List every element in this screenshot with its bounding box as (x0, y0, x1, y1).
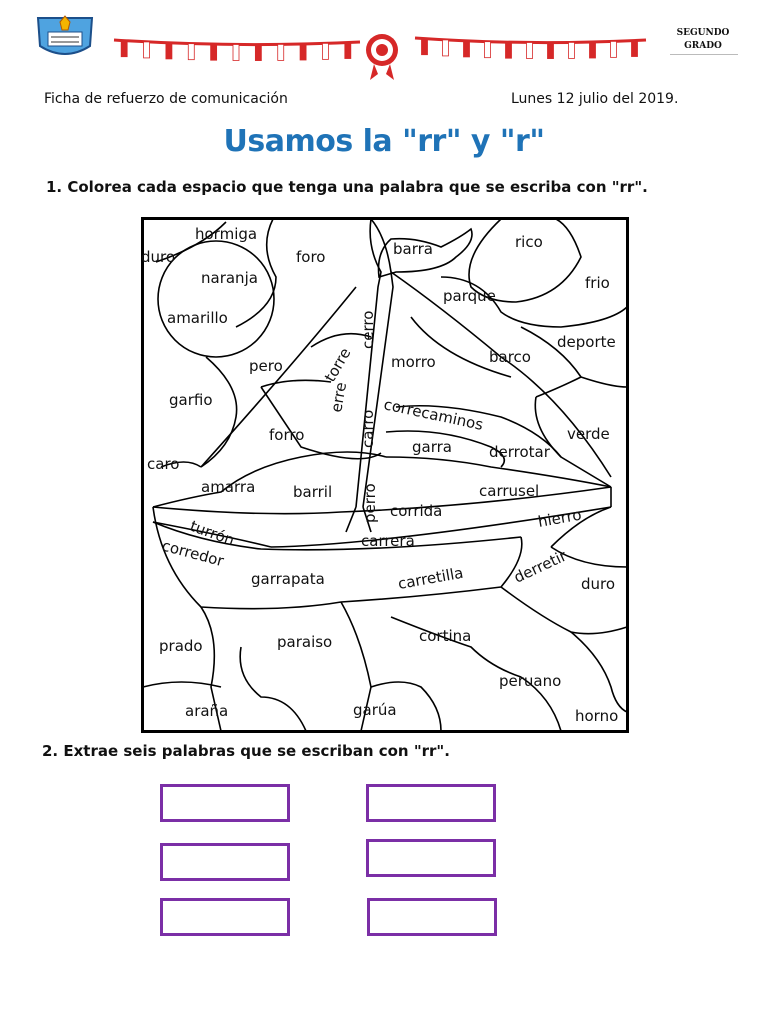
question-2: 2. Extrae seis palabras que se escriban … (42, 742, 450, 760)
puzzle-word: barco (489, 348, 531, 366)
puzzle-word: hormiga (195, 225, 257, 243)
puzzle-word: duro (581, 575, 615, 593)
pennant (526, 42, 533, 59)
puzzle-word: garra (412, 438, 452, 456)
puzzle-word: carrusel (479, 482, 539, 500)
cockade-icon (366, 34, 398, 80)
puzzle-word: barra (393, 240, 433, 258)
puzzle-word: naranja (201, 269, 258, 287)
pennant (187, 43, 195, 61)
puzzle-word: duro (141, 248, 175, 266)
pennant (232, 44, 240, 61)
puzzle-word: caro (147, 455, 179, 473)
puzzle-word: peruano (499, 672, 561, 690)
answer-box-6[interactable] (367, 898, 497, 936)
puzzle-word: parque (443, 287, 496, 305)
answer-box-4[interactable] (366, 839, 496, 877)
puzzle-word: corrida (390, 502, 442, 520)
puzzle-word: rico (515, 233, 543, 251)
flag-banner (113, 34, 647, 80)
answer-box-2[interactable] (366, 784, 496, 822)
pennant (165, 42, 173, 60)
pennant (463, 40, 470, 58)
pennant (277, 44, 285, 61)
pennant (143, 41, 150, 59)
pennant (421, 38, 428, 56)
grade-label: SEGUNDO GRADO (668, 27, 738, 53)
pennant (505, 41, 512, 59)
pennant (120, 40, 128, 58)
puzzle-word: paraiso (277, 633, 332, 651)
pennant (210, 43, 218, 61)
puzzle-word: morro (391, 353, 436, 371)
pennant-garland (113, 36, 647, 61)
puzzle-word: derrotar (489, 443, 551, 461)
puzzle-frame (141, 217, 629, 733)
puzzle-word: foro (296, 248, 325, 266)
puzzle-word: amarra (201, 478, 255, 496)
pennant (568, 42, 575, 59)
puzzle-word: amarillo (167, 309, 228, 327)
page-title: Usamos la "rr" y "r" (223, 124, 545, 159)
puzzle-word: cerro (359, 311, 377, 349)
puzzle-word: carro (359, 410, 377, 448)
question-1: 1. Colorea cada espacio que tenga una pa… (46, 178, 648, 196)
grade-line-2: GRADO (684, 41, 722, 51)
puzzle-word: garrapata (251, 570, 325, 588)
puzzle-word: pero (249, 357, 283, 375)
date-label: Lunes 12 julio del 2019. (511, 91, 679, 107)
puzzle-word: garúa (353, 701, 397, 719)
coloring-puzzle[interactable]: hormiga duro naranja foro barra rico frio parqu… (141, 217, 629, 733)
puzzle-word: horno (575, 707, 618, 725)
pennant (299, 43, 307, 61)
pennant (254, 44, 262, 61)
pennant (631, 40, 638, 57)
puzzle-word: carrera (361, 532, 415, 550)
pennant (484, 41, 491, 59)
grade-underline (670, 54, 738, 55)
puzzle-word: forro (269, 426, 304, 444)
puzzle-word: prado (159, 637, 203, 655)
puzzle-word: barril (293, 483, 332, 501)
region-lines (142, 218, 628, 732)
puzzle-word: deporte (557, 333, 616, 351)
pennant (610, 40, 617, 58)
pennant (344, 42, 352, 59)
puzzle-word: verde (567, 425, 610, 443)
subject-label: Ficha de refuerzo de comunicación (44, 91, 288, 107)
puzzle-word: frio (585, 274, 610, 292)
answer-box-3[interactable] (160, 843, 290, 881)
answer-box-1[interactable] (160, 784, 290, 822)
puzzle-word: perro (361, 483, 379, 523)
puzzle-word: erre (327, 381, 350, 414)
puzzle-word: garfio (169, 391, 213, 409)
school-logo (36, 15, 94, 55)
pennant (442, 39, 449, 57)
pennant (589, 41, 596, 59)
grade-line-1: SEGUNDO (676, 28, 730, 38)
pennant (322, 42, 329, 60)
answer-box-5[interactable] (160, 898, 290, 936)
pennant (547, 42, 554, 59)
puzzle-word: cortina (419, 627, 471, 645)
puzzle-word: araña (185, 702, 228, 720)
